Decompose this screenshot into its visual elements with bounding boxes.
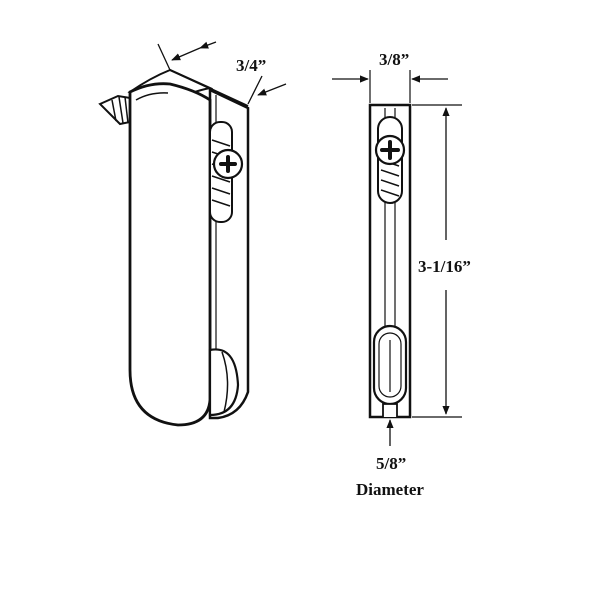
wheel-size-label: 5/8”: [376, 454, 406, 473]
height-label: 3-1/16”: [418, 257, 471, 276]
roller-wheel-front: [372, 324, 408, 406]
depth-label: 3/4”: [236, 56, 266, 75]
front-view: 3/8” 3-1/16” 5/8” Diameter: [332, 50, 471, 499]
perspective-view: 3/4”: [98, 41, 287, 427]
wheel-caption-label: Diameter: [356, 480, 424, 499]
housing-front-shell: [128, 82, 212, 427]
adjustment-screw-front: [374, 116, 406, 204]
adjustment-screw-side: [209, 121, 244, 223]
wheel-diameter-dimension: 5/8” Diameter: [356, 419, 424, 499]
depth-dimension: 3/4”: [157, 41, 287, 105]
height-dimension: 3-1/16”: [412, 104, 471, 418]
width-dimension: 3/8”: [332, 50, 448, 103]
width-label: 3/8”: [379, 50, 409, 69]
roller-wheel-side: [208, 348, 240, 417]
mounting-screw: [98, 94, 131, 126]
